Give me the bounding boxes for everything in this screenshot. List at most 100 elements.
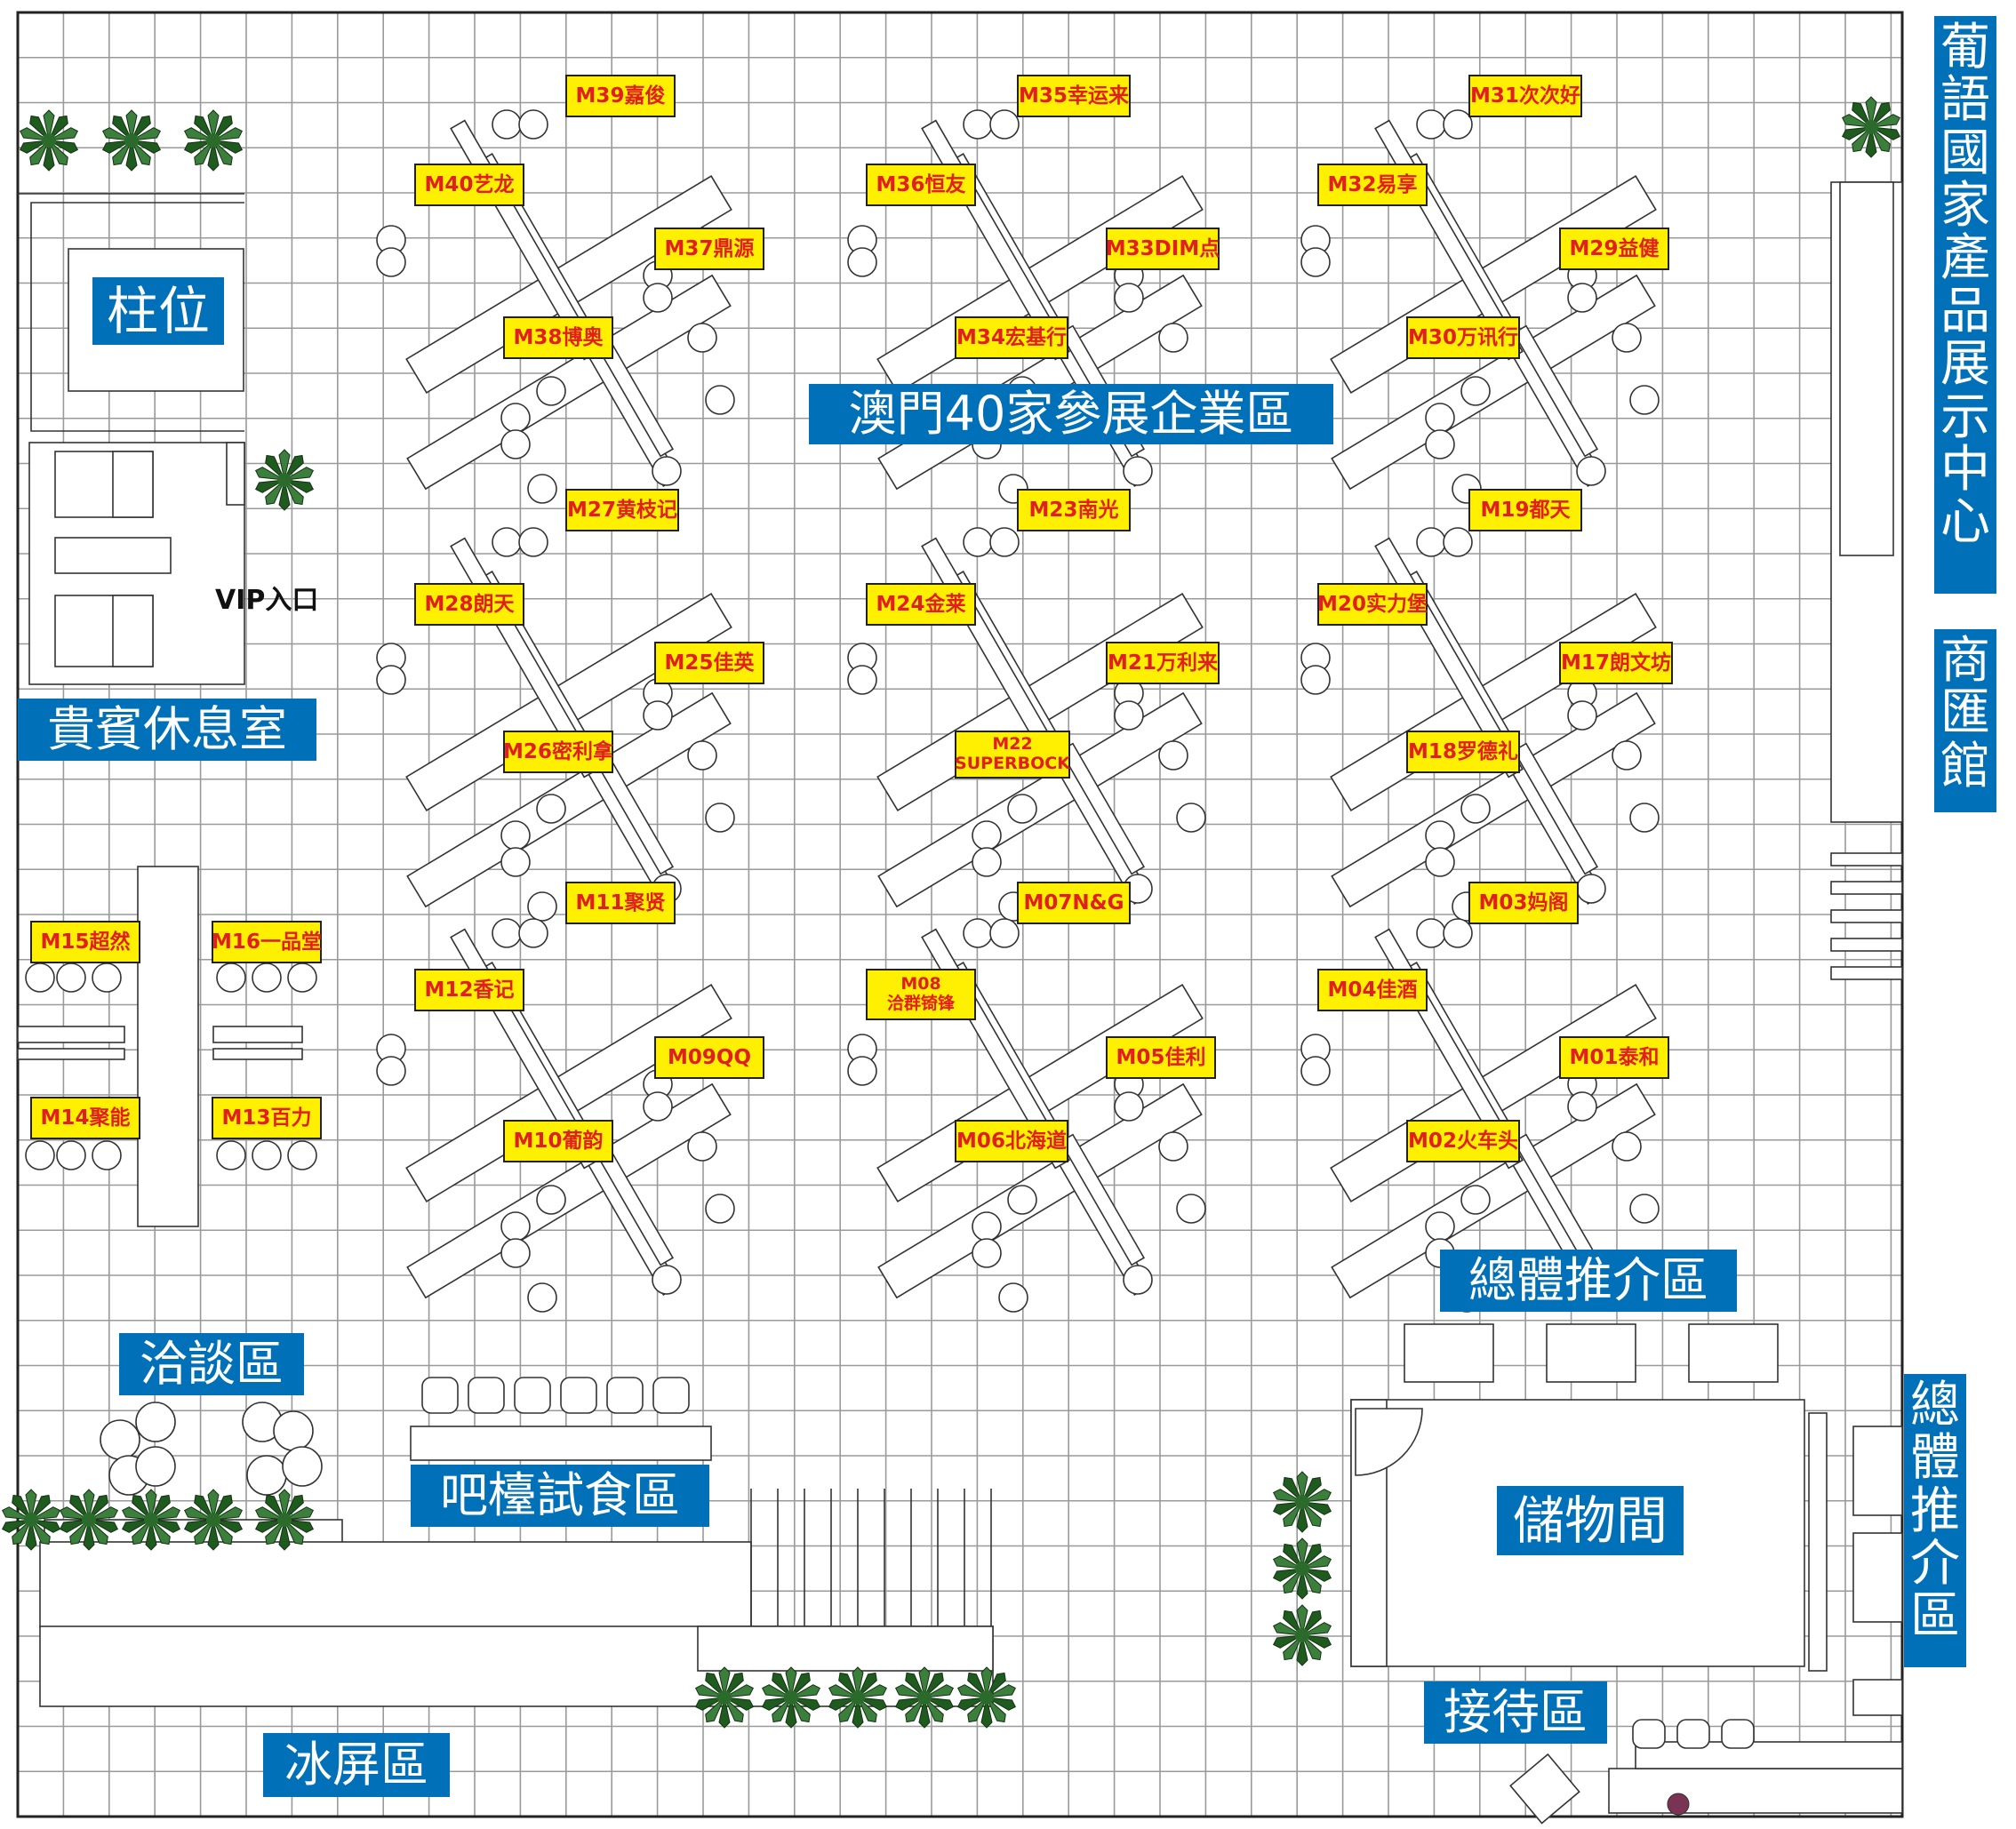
booth-m06: M06北海道: [955, 1120, 1068, 1162]
booth-m19: M19都天: [1468, 489, 1582, 531]
booth-label: M33DIM点: [1105, 236, 1220, 260]
side-label-business-hall: 商 匯 館: [1934, 629, 1996, 812]
booth-label: M25佳英: [664, 651, 755, 675]
booth-label: M29益健: [1569, 236, 1660, 260]
booth-m16: M16一品堂: [212, 921, 322, 963]
char: 語: [1940, 71, 1990, 130]
booth-m32: M32易享: [1317, 164, 1428, 206]
booth-m37: M37鼎源: [654, 228, 764, 270]
booth-m21: M21万利来: [1106, 642, 1220, 684]
booth-m27: M27黄枝记: [565, 489, 679, 531]
char: 區: [1910, 1587, 1960, 1646]
char: 商: [1940, 632, 1990, 690]
booth-label: M34宏基行: [956, 325, 1067, 349]
booth-label: M16一品堂: [212, 930, 322, 954]
booth-label: M27黄枝记: [567, 498, 677, 522]
booth-label: M14聚能: [40, 1106, 131, 1130]
char: 示: [1940, 387, 1990, 446]
booth-m29: M29益健: [1559, 228, 1669, 270]
char: 心: [1940, 493, 1990, 552]
booth-label: M09QQ: [668, 1045, 751, 1069]
booth-m39: M39嘉俊: [565, 75, 676, 117]
booth-label: M28朗天: [424, 592, 515, 616]
booth-m26: M26密利拿: [503, 731, 613, 773]
booth-m11: M11聚贤: [565, 882, 676, 924]
booth-label: M08: [900, 974, 941, 994]
booth-label: M13百力: [221, 1106, 312, 1130]
booth-m02: M02火车头: [1406, 1120, 1520, 1162]
booth-m31: M31次次好: [1468, 75, 1582, 117]
booth-label: M04佳酒: [1327, 978, 1418, 1002]
booth-m07: M07N&G: [1017, 882, 1131, 924]
booth-m20: M20实力堡: [1317, 583, 1428, 626]
booth-label: M23南光: [1028, 498, 1119, 522]
zone-label-main-exhibitors: 澳門40家參展企業區: [809, 384, 1333, 444]
booth-label: M32易享: [1327, 172, 1418, 196]
char: 國: [1940, 124, 1990, 182]
char: 體: [1910, 1429, 1960, 1488]
zone-label-vip-lounge: 貴賓休息室: [18, 699, 316, 761]
char: 品: [1940, 282, 1990, 340]
booth-label: M06北海道: [956, 1129, 1067, 1153]
booth-m38: M38博奥: [503, 316, 613, 359]
booth-m03: M03妈阁: [1468, 882, 1579, 924]
zone-label-negotiation: 洽談區: [119, 1333, 304, 1395]
booth-label: M30万讯行: [1408, 325, 1518, 349]
booth-label: M11聚贤: [575, 891, 666, 914]
plants: [1, 96, 1901, 1816]
booth-label: M35幸运来: [1019, 84, 1129, 108]
booth-m18: M18罗德礼: [1406, 731, 1520, 773]
char: 館: [1940, 737, 1990, 795]
booth-m33: M33DIM点: [1106, 228, 1220, 270]
booth-m28: M28朗天: [414, 583, 524, 626]
char: 家: [1940, 177, 1990, 236]
booth-label: M21万利来: [1108, 651, 1218, 675]
booth-label: M20实力堡: [1317, 592, 1428, 616]
booth-label: M10葡韵: [513, 1129, 604, 1153]
booth-label: M19都天: [1480, 498, 1571, 522]
booth-label: M02火车头: [1408, 1129, 1518, 1153]
char: 匯: [1940, 684, 1990, 743]
booth-label: M40艺龙: [424, 172, 515, 196]
zone-label-freezer: 冰屏區: [263, 1733, 450, 1797]
booth-m13: M13百力: [212, 1097, 322, 1139]
char: 推: [1910, 1482, 1960, 1540]
booth-label: M07N&G: [1023, 891, 1124, 914]
booth-label: M17朗文坊: [1561, 651, 1671, 675]
furniture: [17, 109, 1903, 1825]
booth-m01: M01泰和: [1559, 1036, 1669, 1079]
booth-label: M26密利拿: [503, 739, 613, 763]
booth-m10: M10葡韵: [503, 1120, 613, 1162]
booth-label: M18罗德礼: [1408, 739, 1518, 763]
booth-label: M05佳利: [1116, 1045, 1206, 1069]
booth-m09: M09QQ: [654, 1036, 764, 1079]
booth-m15: M15超然: [30, 921, 140, 963]
booth-label: M22: [992, 734, 1033, 755]
booth-m05: M05佳利: [1106, 1036, 1216, 1079]
booth-m40: M40艺龙: [414, 164, 524, 206]
char: 介: [1910, 1535, 1960, 1593]
char: 中: [1940, 440, 1990, 499]
booth-label: M24金莱: [876, 592, 966, 616]
booth-label: M01泰和: [1569, 1045, 1660, 1069]
booth-m14: M14聚能: [30, 1097, 140, 1139]
booth-m23: M23南光: [1017, 489, 1131, 531]
char: 總: [1910, 1377, 1960, 1434]
booth-label: M15超然: [40, 930, 131, 954]
booth-sublabel: 洽群锜锋: [886, 994, 955, 1013]
char: 葡: [1940, 19, 1990, 76]
booth-label: M12香记: [424, 978, 515, 1002]
booth-m34: M34宏基行: [955, 316, 1068, 359]
booth-m17: M17朗文坊: [1559, 642, 1673, 684]
side-label-promo: 總 體 推 介 區: [1904, 1374, 1966, 1667]
booth-m12: M12香记: [414, 969, 524, 1011]
zone-label-promo: 總體推介區: [1440, 1250, 1737, 1312]
zone-label-bar: 吧檯試食區: [411, 1465, 709, 1527]
char: 展: [1940, 335, 1990, 394]
zone-label-column: 柱位: [92, 277, 224, 345]
booth-m30: M30万讯行: [1406, 316, 1520, 359]
zone-label-reception: 接待區: [1424, 1681, 1607, 1744]
booth-sublabel: SUPERBOCK: [955, 754, 1070, 773]
booth-m25: M25佳英: [654, 642, 764, 684]
